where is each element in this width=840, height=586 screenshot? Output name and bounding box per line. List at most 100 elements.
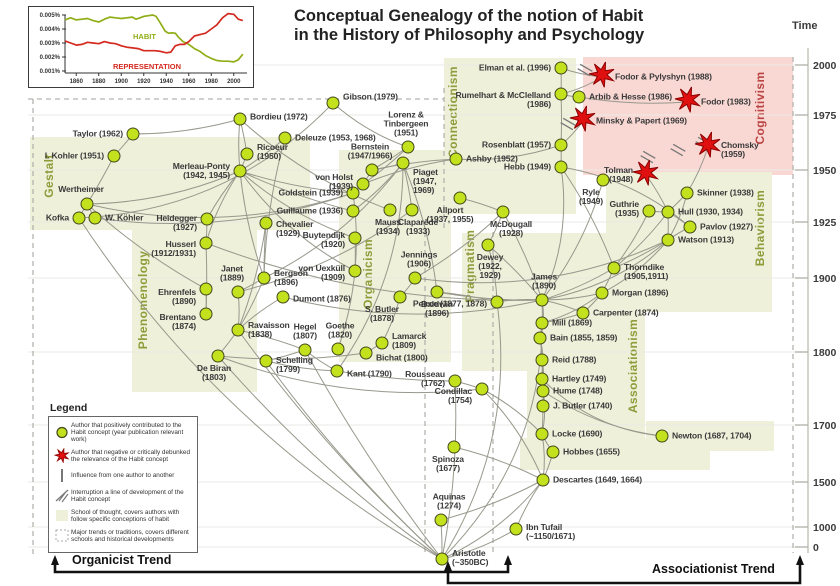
author-label-peirce: Peirce (1877, 1878) (412, 298, 487, 309)
influence-edge (304, 349, 443, 560)
influence-edge (239, 170, 356, 239)
author-label-vonholst: von Holst(1939) (315, 172, 353, 191)
legend-item-text: Author that positively contributed to th… (71, 422, 184, 443)
author-node-bergson (257, 271, 271, 285)
habit-curve (64, 14, 244, 63)
legend-box: Author that positively contributed to th… (48, 416, 198, 553)
author-label-elman: Elman et al. (1996) (478, 62, 551, 73)
author-node-rousseau (448, 374, 462, 388)
influence-edge (436, 291, 543, 301)
inset-x-tick-label: 1880 (92, 79, 106, 84)
influence-edge (332, 102, 409, 148)
author-node-watson (661, 233, 675, 247)
author-label-aquinas: Aquinas(1274) (432, 491, 466, 511)
influence-edge (481, 388, 544, 481)
influence-edge (371, 158, 457, 171)
author-label-bain: Bain (1855, 1859) (550, 332, 618, 343)
influence-edge (78, 217, 443, 560)
inset-x-tick-label: 1920 (137, 79, 151, 84)
author-node-kofka (72, 211, 86, 225)
author-label-fodor: Fodor (1983) (701, 96, 751, 107)
influence-edge (265, 360, 443, 560)
author-node-wkohler (88, 211, 102, 225)
author-label-janet: Janet(1889) (220, 263, 244, 283)
author-node-hume (536, 384, 550, 398)
author-label-thorndike: Thorndike(1905,1911) (624, 262, 669, 281)
author-label-jbutler: J. Butler (1740) (553, 400, 613, 411)
author-label-newton: Newton (1687, 1704) (672, 430, 752, 441)
influence-edge (560, 166, 691, 228)
author-label-ashby: Ashby (1952) (466, 153, 518, 164)
influence-edge (560, 166, 615, 269)
author-label-aristotle: Aristotle(~350BC) (452, 548, 489, 567)
author-label-buytendijk: Buytendijk(1920) (302, 230, 346, 249)
author-label-bordieu: Bordieu (1972) (250, 111, 308, 122)
author-label-ryle: Ryle(1949) (579, 187, 603, 206)
legend-item-text: Major trends or traditions, covers diffe… (71, 528, 189, 543)
influence-edge (237, 209, 413, 293)
influence-edge (440, 479, 544, 521)
organicist-trend-label: Organicist Trend (72, 553, 172, 567)
influence-edge (86, 170, 241, 205)
author-label-ehrenfels: Ehrenfels(1890) (158, 287, 196, 306)
author-label-vonuexkull: von Uexküll(1909) (298, 263, 345, 282)
author-label-morgan: Morgan (1896) (612, 287, 669, 298)
critic-star-fodor (673, 85, 703, 120)
author-node-bernstein (365, 163, 379, 177)
author-label-tolman: Tolman(1948) (603, 165, 633, 184)
author-node-newton (655, 429, 669, 443)
influence-edge (239, 170, 354, 212)
time-axis-label: Time (792, 20, 818, 32)
author-node-hull (661, 205, 675, 219)
author-node-gibson (326, 96, 340, 110)
influence-line (53, 468, 71, 483)
author-node-vonuexkull (348, 264, 362, 278)
author-label-james: James(1890) (530, 271, 558, 291)
inset-y-tick-label: 0.003% (40, 41, 61, 47)
influence-edge (441, 528, 517, 560)
inset-y-tick-label: 0.004% (40, 27, 61, 33)
author-node-peirce (490, 295, 504, 309)
author-node-kant (330, 364, 344, 378)
critic-star-chomsky (693, 130, 723, 165)
author-label-minsky: Minsky & Papert (1969) (596, 115, 687, 126)
legend-item-text: Influence from one author to another (71, 472, 175, 479)
trend-arrowhead (51, 555, 59, 565)
author-label-baldwin: Baldwin(1896) (421, 299, 453, 318)
influence-edge (541, 267, 615, 301)
author-node-brentano (199, 307, 213, 321)
school-region-cognitivism (583, 57, 793, 175)
author-node-ryle (596, 173, 610, 187)
author-label-guthrie: Guthrie(1935) (609, 199, 639, 218)
representation-curve (64, 12, 244, 54)
author-node-locke (535, 427, 549, 441)
author-node-sbutler (393, 290, 407, 304)
author-label-bergson: Bergson(1896) (274, 268, 308, 287)
author-label-hegel: Hegel(1807) (293, 321, 317, 341)
author-node-mauss (383, 203, 397, 217)
author-node-rumelhart (554, 87, 568, 101)
timeline-tick-label: 0 (813, 542, 819, 554)
author-label-ravaisson: Ravaisson(1838) (248, 320, 290, 339)
author-node-ehrenfels (199, 282, 213, 296)
author-label-merleauponty: Merleau-Ponty(1942, 1945) (172, 161, 230, 180)
author-label-bernstein: Bernstein(1947/1966) (347, 141, 393, 161)
author-node-heidegger (200, 212, 214, 226)
interruption-mark (670, 143, 686, 157)
author-label-debiran: De Biran(1803) (196, 363, 232, 382)
author-node-ravaisson (231, 323, 245, 337)
habit-curve-label: HABIT (133, 32, 156, 41)
influence-edge (217, 355, 483, 394)
influence-edge (263, 162, 404, 279)
influence-edge (502, 211, 543, 301)
author-node-piaget (396, 156, 410, 170)
interruption-mark (640, 150, 656, 164)
author-node-allport (453, 191, 467, 205)
influence-edge (217, 352, 367, 360)
author-label-rosenblatt: Rosenblatt (1957) (481, 139, 551, 150)
author-label-locke: Locke (1690) (552, 428, 603, 439)
critic-star (53, 448, 71, 463)
author-node-hegel (298, 343, 312, 357)
inset-x-tick-label: 1980 (205, 79, 219, 84)
